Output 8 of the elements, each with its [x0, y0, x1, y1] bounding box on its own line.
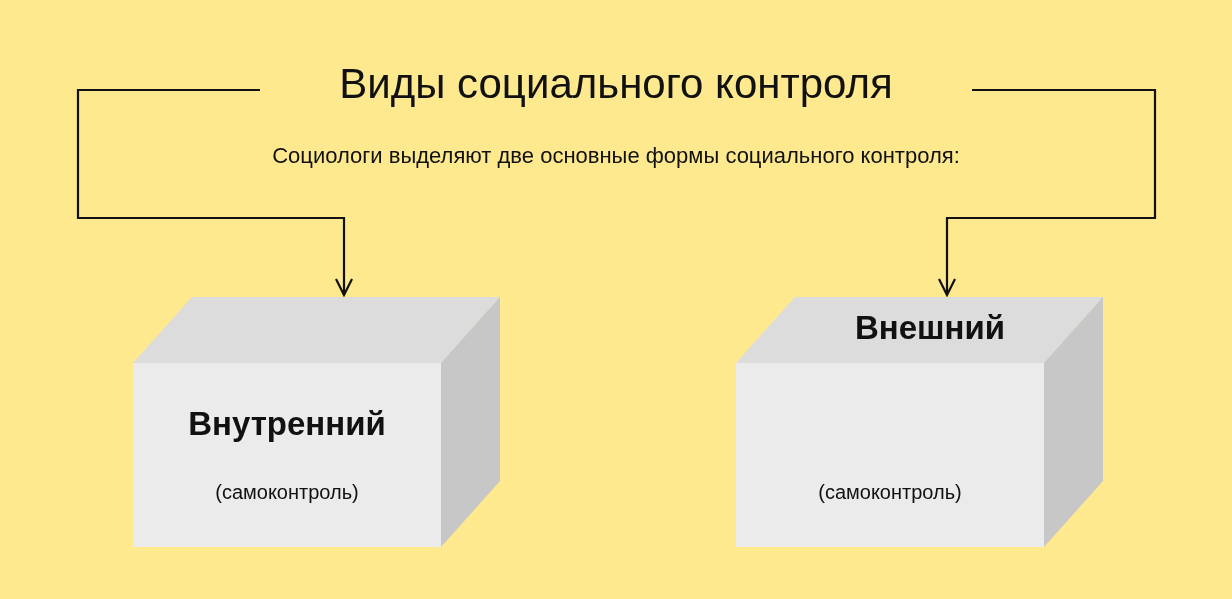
heading-label: Виды социального контроля: [338, 60, 894, 108]
box-title: Внешний: [853, 309, 1007, 347]
subtitle-text: Социологи выделяют две основные формы социального контроля:: [271, 143, 961, 169]
box-subtitle: (самоконтроль): [214, 481, 360, 504]
bracket-arrow: [937, 88, 1157, 297]
box-title: Внутренний: [187, 405, 387, 443]
bracket-arrow: [76, 88, 354, 297]
box-subtitle: (самоконтроль): [817, 481, 963, 504]
